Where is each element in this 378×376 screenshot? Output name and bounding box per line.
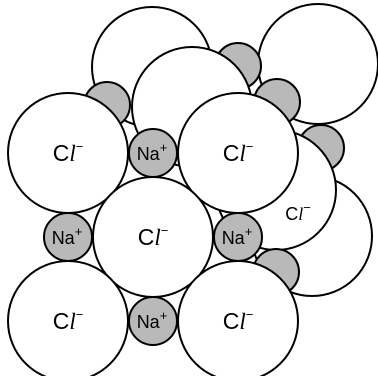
sodium-ion-front-left xyxy=(43,212,93,262)
sodium-label: Na+ xyxy=(137,140,168,164)
sodium-label: Na+ xyxy=(137,308,168,332)
sodium-ion-front-bottom xyxy=(128,296,178,346)
chloride-label: Cl− xyxy=(285,200,311,224)
sodium-label: Na+ xyxy=(52,224,83,248)
chloride-label: Cl− xyxy=(53,139,84,166)
sodium-ion-front-top xyxy=(128,128,178,178)
chloride-label: Cl− xyxy=(223,139,254,166)
chloride-label: Cl− xyxy=(223,307,254,334)
sodium-ion-front-right xyxy=(213,212,263,262)
chloride-label: Cl− xyxy=(138,223,169,250)
chloride-label: Cl− xyxy=(53,307,84,334)
sodium-label: Na+ xyxy=(222,224,253,248)
